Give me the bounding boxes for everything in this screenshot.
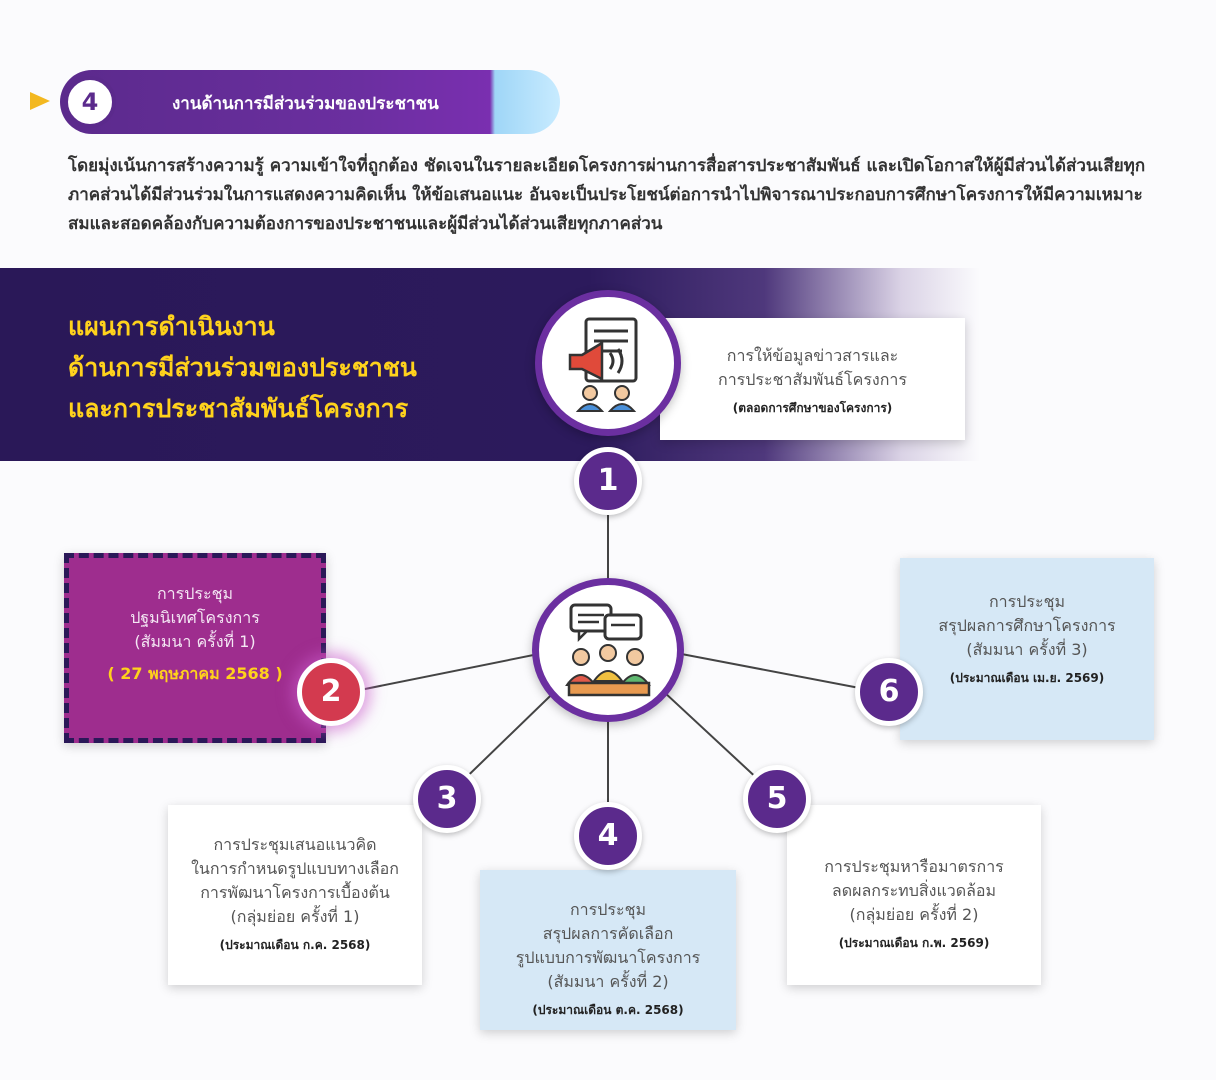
megaphone-document-icon	[535, 290, 681, 436]
step-card-line: การประชุม	[569, 900, 646, 919]
step-card-note: (ตลอดการศึกษาของโครงการ)	[732, 401, 893, 415]
step-card-line: การประชุมหารือมาตรการ	[824, 857, 1004, 876]
step-card-line: ในการกำหนดรูปแบบทางเลือก	[191, 859, 399, 878]
step-card-line: (กลุ่มย่อย ครั้งที่ 1)	[230, 907, 360, 926]
banner-title-line: ด้านการมีส่วนร่วมของประชาชน	[68, 353, 417, 382]
step-card-note: (ประมาณเดือน ก.ค. 2568)	[219, 938, 371, 952]
step-card-2: การประชุม ปฐมนิเทศโครงการ (สัมมนา ครั้งท…	[64, 553, 326, 743]
intro-paragraph: โดยมุ่งเน้นการสร้างความรู้ ความเข้าใจที่…	[68, 156, 1146, 234]
step-number-1: 1	[574, 447, 642, 515]
banner-title-line: แผนการดำเนินงาน	[68, 312, 275, 341]
step-card-line: การประชุม	[156, 584, 233, 603]
step-number-2: 2	[297, 658, 365, 726]
step-card-line: (สัมมนา ครั้งที่ 3)	[966, 640, 1088, 659]
section-title: งานด้านการมีส่วนร่วมของประชาชน	[172, 94, 439, 114]
step-card-note: (ประมาณเดือน เม.ย. 2569)	[949, 671, 1105, 685]
step-card-line: การประชุมเสนอแนวคิด	[213, 835, 377, 854]
step-number-6: 6	[855, 658, 923, 726]
meeting-discussion-icon	[532, 578, 684, 722]
arrow-marker-icon	[30, 92, 50, 110]
step-number-5: 5	[743, 765, 811, 833]
step-card-1: การให้ข้อมูลข่าวสารและ การประชาสัมพันธ์โ…	[660, 318, 965, 440]
plan-banner-title: แผนการดำเนินงาน ด้านการมีส่วนร่วมของประช…	[68, 306, 548, 429]
step-number-3: 3	[413, 765, 481, 833]
step-card-line: (สัมมนา ครั้งที่ 1)	[134, 632, 256, 651]
step-card-line: การประชุม	[988, 592, 1065, 611]
step-card-line: รูปแบบการพัฒนาโครงการ	[515, 948, 701, 967]
step-card-line: (สัมมนา ครั้งที่ 2)	[547, 972, 669, 991]
step-card-line: สรุปผลการคัดเลือก	[542, 924, 674, 943]
step-card-line: ลดผลกระทบสิ่งแวดล้อม	[831, 881, 997, 900]
step-card-3: การประชุมเสนอแนวคิด ในการกำหนดรูปแบบทางเ…	[168, 805, 422, 985]
step-card-line: ปฐมนิเทศโครงการ	[130, 608, 260, 627]
step-card-line: การประชาสัมพันธ์โครงการ	[718, 370, 907, 389]
banner-title-line: และการประชาสัมพันธ์โครงการ	[68, 394, 409, 423]
step-card-5: การประชุมหารือมาตรการ ลดผลกระทบสิ่งแวดล้…	[787, 805, 1041, 985]
step-card-note: (ประมาณเดือน ก.พ. 2569)	[838, 936, 990, 950]
step-card-line: สรุปผลการศึกษาโครงการ	[938, 616, 1116, 635]
step-card-6: การประชุม สรุปผลการศึกษาโครงการ (สัมมนา …	[900, 558, 1154, 740]
step-card-line: (กลุ่มย่อย ครั้งที่ 2)	[849, 905, 979, 924]
step-number-4: 4	[574, 802, 642, 870]
section-header-pill	[60, 70, 560, 134]
step-card-date: ( 27 พฤษภาคม 2568 )	[107, 664, 283, 683]
step-card-line: การพัฒนาโครงการเบื้องต้น	[200, 883, 390, 902]
step-card-4: การประชุม สรุปผลการคัดเลือก รูปแบบการพัฒ…	[480, 870, 736, 1030]
step-card-note: (ประมาณเดือน ต.ค. 2568)	[532, 1003, 684, 1017]
step-card-line: การให้ข้อมูลข่าวสารและ	[726, 346, 899, 365]
section-number-badge: 4	[64, 76, 116, 128]
